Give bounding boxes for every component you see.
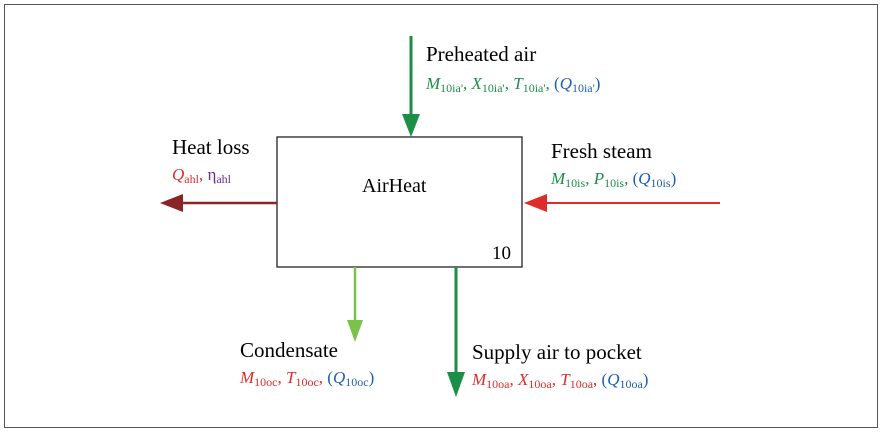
variable-symbol: Q	[172, 165, 185, 184]
heat-loss-arrow	[160, 194, 277, 212]
variable-subscript: ahl	[216, 172, 232, 186]
fresh-steam-title: Fresh steam	[551, 139, 652, 163]
variable-subscript: 10ia'	[522, 81, 546, 95]
heat-loss-vars: Qahl, ηahl	[172, 165, 232, 186]
flow-variable: M10is	[551, 169, 586, 190]
variable-subscript: 10oa	[528, 377, 552, 391]
condensate-arrow	[347, 267, 363, 342]
preheated-air-vars: M10ia', X10ia', T10ia', (Q10ia')	[426, 74, 601, 95]
flow-variable: T10oa	[560, 370, 594, 391]
variable-symbol: Q	[559, 74, 572, 93]
variable-symbol: P	[593, 169, 605, 188]
flow-variable: (Q10oc)	[327, 368, 375, 389]
block-number: 10	[492, 243, 511, 264]
flow-variable: X10oa	[518, 370, 552, 391]
airheat-block	[276, 136, 523, 268]
variable-symbol: T	[513, 74, 523, 93]
supply-air-title: Supply air to pocket	[472, 340, 642, 364]
flow-variable: M10oa	[472, 370, 510, 391]
variable-subscript: 10oc	[345, 375, 369, 389]
heat-loss-title: Heat loss	[172, 135, 250, 159]
variable-symbol: η	[207, 165, 217, 184]
variable-subscript: 10ia'	[481, 81, 505, 95]
flow-variable: (Q10is)	[632, 169, 677, 190]
flow-variable: T10ia'	[513, 74, 546, 95]
variable-symbol: T	[286, 368, 296, 387]
variable-symbol: M	[240, 368, 255, 387]
variable-subscript: ahl	[184, 172, 199, 186]
condensate-vars: M10oc, T10oc, (Q10oc)	[240, 368, 375, 389]
variable-symbol: X	[518, 370, 529, 389]
flow-variable: T10oc	[286, 368, 319, 389]
variable-subscript: 10is	[604, 176, 625, 190]
variable-symbol: Q	[607, 370, 620, 389]
variable-subscript: 10is	[650, 176, 671, 190]
variable-subscript: 10ia'	[571, 81, 595, 95]
variable-symbol: M	[551, 169, 566, 188]
variable-subscript: 10oa	[569, 377, 594, 391]
variable-symbol: Q	[638, 169, 651, 188]
supply-air-arrow	[447, 267, 465, 397]
variable-subscript: 10oc	[254, 375, 278, 389]
flow-variable: ηahl	[207, 165, 232, 186]
flow-variable: X10ia'	[471, 74, 505, 95]
variable-subscript: 10ia'	[440, 81, 463, 95]
flow-variable: M10ia'	[426, 74, 463, 95]
variable-symbol: T	[560, 370, 570, 389]
variable-subscript: 10oa	[486, 377, 510, 391]
block-name: AirHeat	[362, 175, 427, 197]
variable-symbol: Q	[332, 368, 346, 387]
variable-subscript: 10oa	[619, 377, 643, 391]
variable-symbol: X	[471, 74, 482, 93]
flow-variable: P10is	[593, 169, 625, 190]
flow-variable: Qahl	[172, 165, 199, 186]
flow-variable: (Q10ia')	[554, 74, 601, 95]
preheated-air-arrow	[402, 36, 420, 137]
preheated-air-title: Preheated air	[426, 42, 537, 66]
variable-subscript: 10oc	[295, 375, 319, 389]
fresh-steam-arrow	[524, 194, 720, 212]
variable-symbol: M	[472, 370, 487, 389]
supply-air-vars: M10oa, X10oa, T10oa, (Q10oa)	[472, 370, 649, 391]
flow-variable: M10oc	[240, 368, 278, 389]
flow-variable: (Q10oa)	[601, 370, 649, 391]
condensate-title: Condensate	[240, 338, 338, 362]
fresh-steam-vars: M10is, P10is, (Q10is)	[551, 169, 677, 190]
variable-subscript: 10is	[565, 176, 586, 190]
variable-symbol: M	[426, 74, 441, 93]
